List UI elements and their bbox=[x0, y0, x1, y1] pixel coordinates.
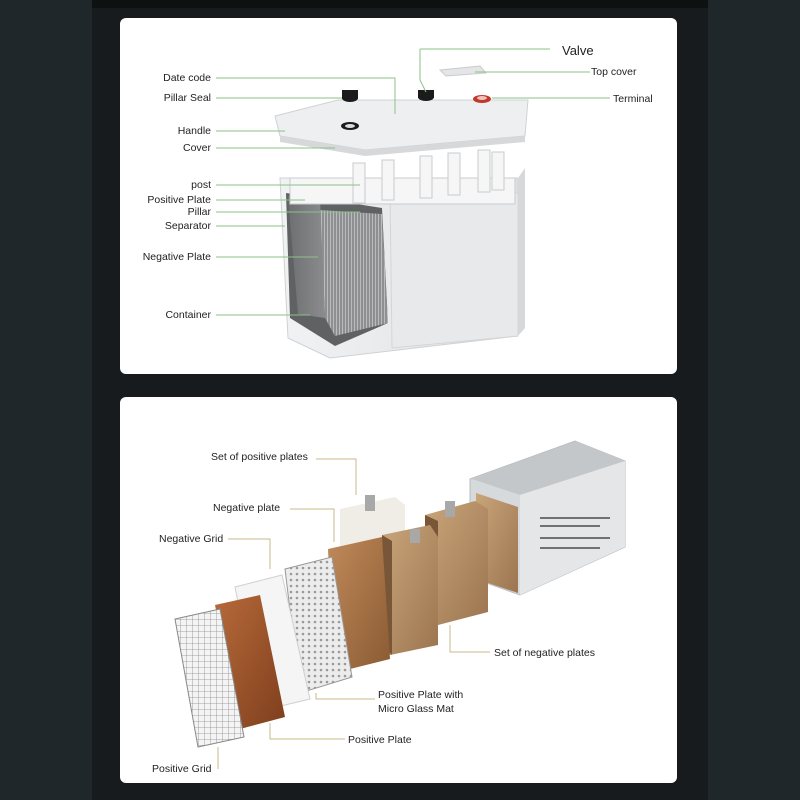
label-negative-grid: Negative Grid bbox=[159, 533, 224, 545]
label-post: post bbox=[191, 179, 211, 191]
cover-shape bbox=[274, 65, 529, 156]
label-positive-plate: Positive Plate bbox=[147, 194, 211, 206]
label-set-positive-plates: Set of positive plates bbox=[211, 451, 308, 463]
label-pillar-seal: Pillar Seal bbox=[163, 92, 211, 104]
cell-partitions-shape bbox=[289, 149, 516, 205]
label-positive-plate-glass-mat-2: Micro Glass Mat bbox=[378, 703, 454, 715]
label-separator: Separator bbox=[164, 220, 211, 232]
battery-exploded-card: Set of positive plates Negative plate Ne… bbox=[120, 397, 677, 783]
plate-stack-shape bbox=[286, 193, 388, 346]
positive-plate-shape bbox=[215, 595, 285, 729]
leader-positive-plate-glass-mat bbox=[315, 693, 375, 700]
label-positive-grid: Positive Grid bbox=[152, 763, 212, 775]
label-valve: Valve bbox=[562, 43, 594, 58]
label-set-negative-plates: Set of negative plates bbox=[494, 647, 595, 659]
battery-housing-shape bbox=[469, 440, 626, 596]
leader-valve bbox=[419, 49, 427, 93]
leader-positive-plate bbox=[269, 723, 345, 740]
label-date-code: Date code bbox=[163, 72, 211, 84]
battery-structure-card: Valve Top cover Terminal Date code Pilla… bbox=[120, 18, 677, 374]
label-pillar: Pillar bbox=[187, 206, 211, 218]
label-negative-plate-bottom: Negative plate bbox=[213, 502, 281, 514]
label-negative-plate: Negative Plate bbox=[142, 251, 211, 263]
label-positive-plate-bottom: Positive Plate bbox=[348, 734, 412, 746]
label-container: Container bbox=[165, 309, 211, 321]
battery-exploded-illustration bbox=[174, 440, 626, 769]
leader-lines-bottom bbox=[217, 458, 490, 769]
top-edge bbox=[92, 0, 708, 8]
battery-cutaway-illustration bbox=[216, 48, 610, 359]
label-top-cover: Top cover bbox=[591, 66, 637, 78]
leader-negative-grid bbox=[228, 538, 271, 569]
leader-set-positive-plates bbox=[316, 458, 357, 495]
label-cover: Cover bbox=[182, 142, 211, 154]
leader-date-code bbox=[216, 77, 396, 114]
label-terminal: Terminal bbox=[613, 93, 653, 105]
label-handle: Handle bbox=[177, 125, 211, 137]
label-positive-plate-glass-mat-1: Positive Plate with bbox=[378, 689, 464, 701]
leader-set-negative-plates bbox=[449, 625, 490, 653]
leader-lines bbox=[216, 48, 610, 316]
leader-negative-plate bbox=[290, 508, 335, 542]
grid-sheet-shape bbox=[174, 608, 245, 748]
